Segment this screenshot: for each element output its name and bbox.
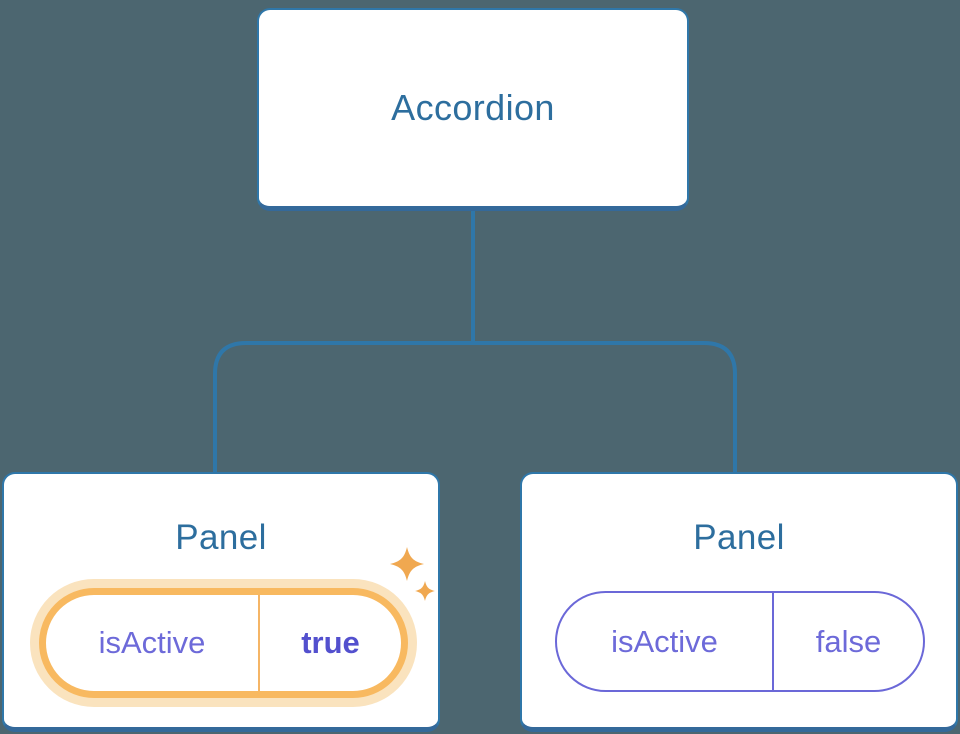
state-prop-cell: isActive xyxy=(46,595,258,691)
panel-node-active: Panel isActive true xyxy=(2,472,440,732)
sparkle-icon-small xyxy=(415,581,435,601)
pill-divider xyxy=(772,593,774,690)
pill-divider xyxy=(258,595,260,691)
state-pill-inactive: isActive false xyxy=(555,591,925,692)
connector-bracket xyxy=(213,341,737,472)
state-value-cell: true xyxy=(260,595,401,691)
panel-node-label: Panel xyxy=(175,518,267,557)
state-value: true xyxy=(301,625,360,660)
panel-node-label: Panel xyxy=(693,518,785,557)
sparkle-icon-large xyxy=(390,547,424,581)
state-prop-name: isActive xyxy=(611,623,718,659)
sparkle-icons xyxy=(390,547,435,601)
state-prop-name: isActive xyxy=(98,625,206,660)
accordion-node-label: Accordion xyxy=(391,87,555,128)
panel-node-inactive: Panel isActive false xyxy=(520,472,958,732)
state-prop-cell: isActive xyxy=(557,593,772,690)
state-value-cell: false xyxy=(774,593,923,690)
state-pill-active: isActive true xyxy=(39,588,408,698)
state-value: false xyxy=(815,623,882,659)
accordion-node: Accordion xyxy=(257,8,689,211)
